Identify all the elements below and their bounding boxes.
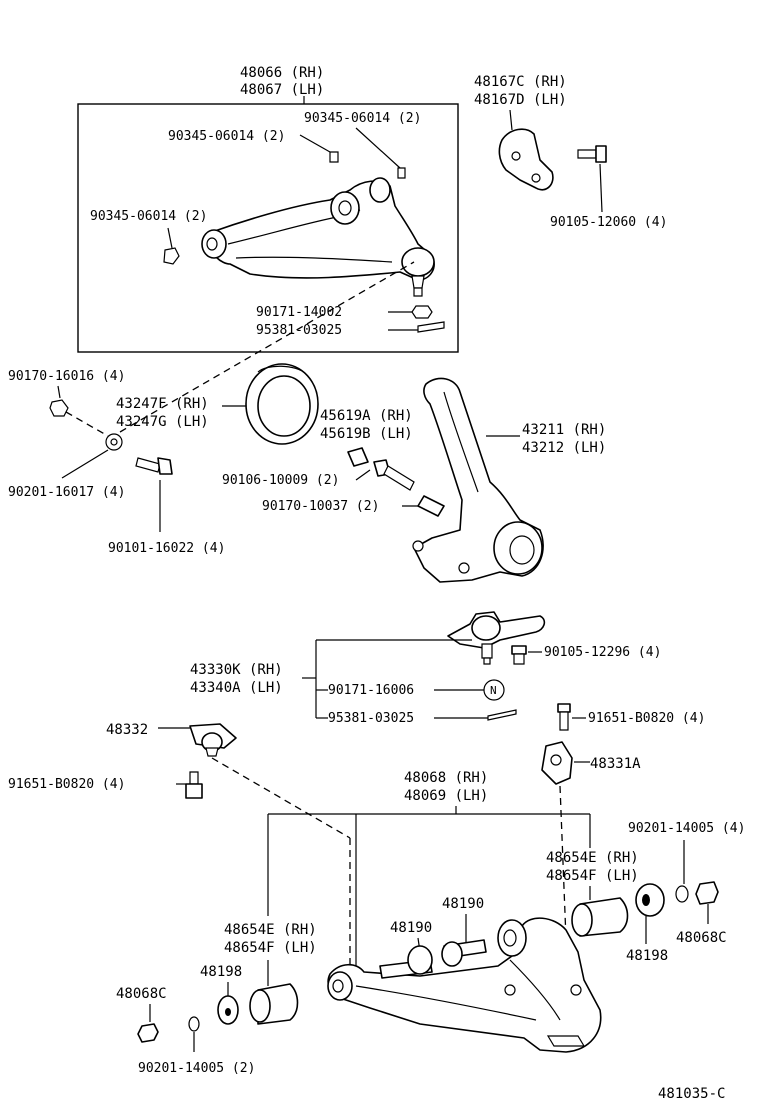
nut-icon xyxy=(695,881,719,905)
bracket-group: 48167C (RH) 48167D (LH) 90105-12060 (4) xyxy=(474,74,667,230)
upper-arm-box xyxy=(77,103,459,353)
bolt-icon xyxy=(329,151,339,163)
nut-icon xyxy=(411,305,433,319)
cotter-pin-icon xyxy=(487,709,517,721)
knuckle-bolt-label: 90106-10009 (2) xyxy=(222,473,339,488)
upper-arm-rh-label: 48066 (RH) xyxy=(240,65,324,81)
diagram-code: 481035-C xyxy=(658,1086,725,1102)
lower-ball-lh-label: 43340A (LH) xyxy=(190,680,283,696)
nut-icon xyxy=(49,399,69,417)
bracket-bolt-label: 90105-12060 (4) xyxy=(550,215,667,230)
upper-arm-bracket xyxy=(498,128,554,191)
bolt-mid-left-label: 90345-06014 (2) xyxy=(90,209,207,224)
nut-left-label: 90170-16016 (4) xyxy=(8,369,125,384)
lower-ball-joint-group: 90105-12296 (4) 43330K (RH) 43340A (LH) … xyxy=(190,611,661,726)
bracket-lh-label: 48167D (LH) xyxy=(474,92,567,108)
bolt-icon xyxy=(397,167,406,179)
nut-right-label: 48068C xyxy=(676,930,727,946)
knuckle-group: 45619A (RH) 45619B (LH) 90106-10009 (2) … xyxy=(222,377,606,583)
boot-and-left-bolts: 90170-16016 (4) 43247F (RH) 43247G (LH) … xyxy=(8,261,415,556)
stopper-left-label: 48332 xyxy=(106,722,148,738)
bolt-icon xyxy=(135,457,161,473)
stopper-right-bolt-label: 91651-B0820 (4) xyxy=(588,711,705,726)
upper-control-arm xyxy=(209,180,435,281)
knuckle-lh-label: 43212 (LH) xyxy=(522,440,606,456)
lower-arm-rh-label: 48068 (RH) xyxy=(404,770,488,786)
bolt-icon xyxy=(557,703,571,713)
retainer-left-label: 48198 xyxy=(200,964,242,980)
washer-right-label: 90201-14005 (4) xyxy=(628,821,745,836)
boot-lh-label: 43247G (LH) xyxy=(116,414,209,430)
knuckle-nut-label: 90170-10037 (2) xyxy=(262,499,379,514)
stoppers-group: 48332 91651-B0820 (4) 91651-B0820 (4) 48… xyxy=(8,703,705,991)
bolt-right-label: 48190 xyxy=(442,896,484,912)
bolt-left-lower-label: 48190 xyxy=(390,920,432,936)
lower-arm-lh-label: 48069 (LH) xyxy=(404,788,488,804)
bolt-top-left-label: 90345-06014 (2) xyxy=(168,129,285,144)
n-symbol: N xyxy=(490,684,497,697)
bolt-icon xyxy=(189,771,199,785)
n-symbol-icon xyxy=(483,679,505,701)
bracket-rh-label: 48167C (RH) xyxy=(474,74,567,90)
washer-left-lower-label: 90201-14005 (2) xyxy=(138,1061,255,1076)
stopper-right-label: 48331A xyxy=(590,756,641,772)
washer-left-label: 90201-16017 (4) xyxy=(8,485,125,500)
nut-upper-label: 90171-14002 xyxy=(256,305,342,320)
cotter-pin-icon xyxy=(417,321,445,333)
washer-icon xyxy=(675,885,689,903)
nut-icon xyxy=(137,1023,159,1043)
stopper-left-bolt-label: 91651-B0820 (4) xyxy=(8,777,125,792)
bushing-left-lh-label: 48654F (LH) xyxy=(224,940,317,956)
lower-ball-pin-label: 95381-03025 xyxy=(328,711,414,726)
lower-arm-group: 48068 (RH) 48069 (LH) 90201-14005 (4) 48… xyxy=(116,770,745,1076)
bolt-icon xyxy=(577,149,597,159)
bolt-top-right-label: 90345-06014 (2) xyxy=(304,111,421,126)
bush-lh-label: 45619B (LH) xyxy=(320,426,413,442)
lower-ball-rh-label: 43330K (RH) xyxy=(190,662,283,678)
bushing-right-lh-label: 48654F (LH) xyxy=(546,868,639,884)
retainer-right-label: 48198 xyxy=(626,948,668,964)
sleeve-icon xyxy=(417,495,445,517)
bushing-left-rh-label: 48654E (RH) xyxy=(224,922,317,938)
bush-rh-label: 45619A (RH) xyxy=(320,408,413,424)
lower-control-arm xyxy=(327,917,602,1053)
lower-ball-nut-label: 90171-16006 xyxy=(328,683,414,698)
bolt-left-label: 90101-16022 (4) xyxy=(108,541,225,556)
boot-rh-label: 43247F (RH) xyxy=(116,396,209,412)
washer-icon xyxy=(188,1016,200,1032)
upper-arm-group: 48066 (RH) 48067 (LH) 90345-06014 (2) 90… xyxy=(77,65,459,353)
bushing-icon xyxy=(347,447,369,467)
bushing-right-rh-label: 48654E (RH) xyxy=(546,850,639,866)
lower-ball-bolt-label: 90105-12296 (4) xyxy=(544,645,661,660)
knuckle-rh-label: 43211 (RH) xyxy=(522,422,606,438)
nut-left-lower-label: 48068C xyxy=(116,986,167,1002)
bolt-icon xyxy=(511,645,527,655)
nut-icon xyxy=(163,247,180,265)
pin-upper-label: 95381-03025 xyxy=(256,323,342,338)
upper-ball-joint xyxy=(401,247,435,277)
upper-arm-lh-label: 48067 (LH) xyxy=(240,82,324,98)
